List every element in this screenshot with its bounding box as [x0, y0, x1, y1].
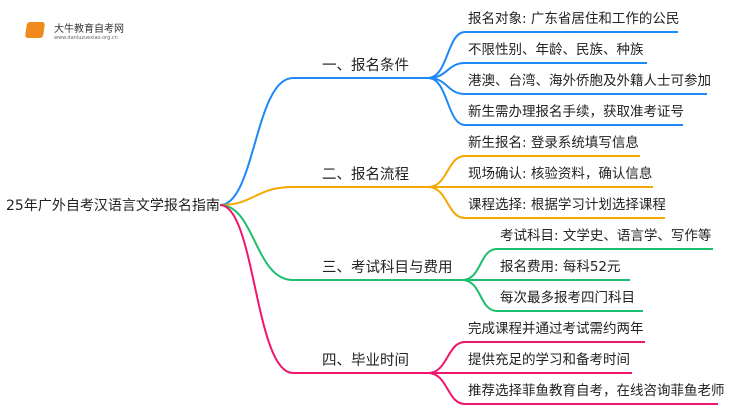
- leaf-topic: 现场确认: 核验资料，确认信息: [468, 166, 653, 182]
- leaf-line: [427, 341, 645, 374]
- leaf-topic: 提供充足的学习和备考时间: [468, 352, 630, 368]
- leaf-line: [427, 155, 640, 188]
- leaf-line: [427, 31, 678, 79]
- leaf-line: [427, 77, 683, 126]
- leaf-topic: 报名费用: 每科52元: [500, 259, 621, 275]
- branch-label: 四、毕业时间: [322, 353, 409, 369]
- logo: 大牛教育自考网 www.daniuzuexiao.org.cn: [18, 14, 128, 46]
- leaf-line: [427, 186, 665, 219]
- leaf-topic: 港澳、台湾、海外侨胞及外籍人士可参加: [468, 73, 711, 89]
- branch-line: [219, 186, 428, 206]
- leaf-topic: 新生报名: 登录系统填写信息: [468, 135, 639, 151]
- branch-label: 二、报名流程: [322, 167, 409, 183]
- leaf-topic: 不限性别、年龄、民族、种族: [468, 42, 644, 58]
- leaf-line: [461, 279, 643, 312]
- logo-name: 大牛教育自考网: [54, 24, 124, 35]
- leaf-topic: 课程选择: 根据学习计划选择课程: [468, 197, 666, 213]
- leaf-line: [427, 372, 718, 405]
- branch-label: 三、考试科目与费用: [322, 260, 453, 276]
- leaf-topic: 完成课程并通过考试需约两年: [468, 321, 644, 337]
- branch-line: [219, 204, 462, 281]
- leaf-line: [461, 248, 713, 281]
- branch-line: [219, 77, 428, 206]
- leaf-topic: 报名对象: 广东省居住和工作的公民: [468, 11, 680, 27]
- leaf-topic: 新生需办理报名手续，获取准考证号: [468, 104, 684, 120]
- branch-line: [219, 204, 428, 374]
- leaf-topic: 考试科目: 文学史、语言学、写作等: [500, 228, 712, 244]
- logo-url: www.daniuzuexiao.org.cn: [54, 35, 118, 41]
- root-topic: 25年广外自考汉语言文学报名指南: [6, 198, 220, 214]
- branch-label: 一、报名条件: [322, 58, 409, 74]
- leaf-topic: 每次最多报考四门科目: [500, 290, 635, 306]
- leaf-topic: 推荐选择菲鱼教育自考，在线咨询菲鱼老师: [468, 383, 725, 399]
